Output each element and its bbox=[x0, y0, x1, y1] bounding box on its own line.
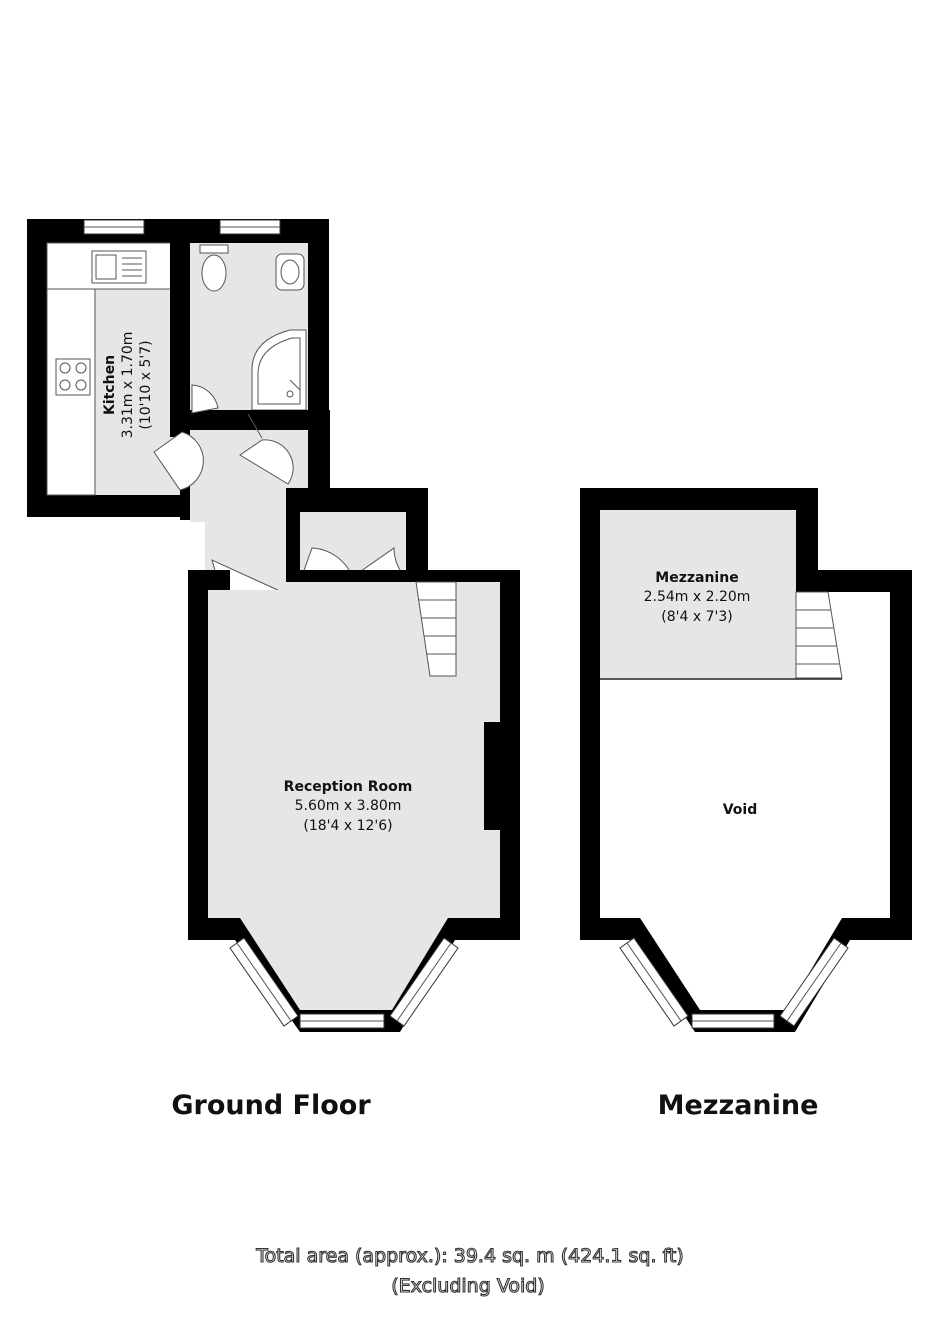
reception-name: Reception Room bbox=[284, 779, 413, 795]
door-swing bbox=[191, 384, 219, 414]
stairs-icon bbox=[795, 591, 843, 679]
bathroom-room bbox=[170, 219, 329, 437]
void-label: Void bbox=[723, 802, 758, 818]
kitchen-room bbox=[27, 219, 190, 517]
bay-window bbox=[229, 937, 459, 1029]
total-area-note: (Excluding Void) bbox=[391, 1275, 544, 1297]
mezzanine-floor-plan: Mezzanine 2.54m x 2.20m (8'4 x 7'3) Void bbox=[580, 488, 912, 1032]
mezzanine-dims-ft: (8'4 x 7'3) bbox=[661, 609, 732, 625]
total-area: Total area (approx.): 39.4 sq. m (424.1 … bbox=[255, 1245, 684, 1267]
mezzanine-floor bbox=[600, 510, 808, 678]
shower-icon bbox=[251, 329, 307, 411]
mezzanine-title: Mezzanine bbox=[658, 1090, 819, 1121]
reception-floor bbox=[208, 582, 500, 1010]
reception-dims-ft: (18'4 x 12'6) bbox=[303, 818, 392, 834]
reception-dims-m: 5.60m x 3.80m bbox=[295, 798, 402, 814]
kitchen-name: Kitchen bbox=[102, 355, 118, 415]
bay-window bbox=[619, 937, 849, 1029]
sink-bowl bbox=[95, 254, 117, 280]
stairs-icon bbox=[415, 581, 457, 677]
kitchen-dims-m: 3.31m x 1.70m bbox=[120, 332, 136, 439]
ground-floor-title: Ground Floor bbox=[171, 1090, 371, 1121]
reception-room bbox=[188, 570, 520, 1032]
toilet-icon bbox=[201, 254, 227, 292]
door-swing bbox=[239, 439, 294, 485]
kitchen-dims-ft: (10'10 x 5'7) bbox=[138, 340, 154, 429]
mezzanine-dims-m: 2.54m x 2.20m bbox=[644, 589, 751, 605]
door-swing bbox=[153, 431, 204, 491]
chimney-breast bbox=[484, 722, 502, 830]
toilet-cistern bbox=[199, 244, 229, 254]
mezzanine-name: Mezzanine bbox=[655, 570, 738, 586]
kitchen-label: Kitchen 3.31m x 1.70m (10'10 x 5'7) bbox=[102, 332, 154, 439]
ground-floor-plan: Kitchen 3.31m x 1.70m (10'10 x 5'7) Rece… bbox=[27, 219, 520, 1032]
